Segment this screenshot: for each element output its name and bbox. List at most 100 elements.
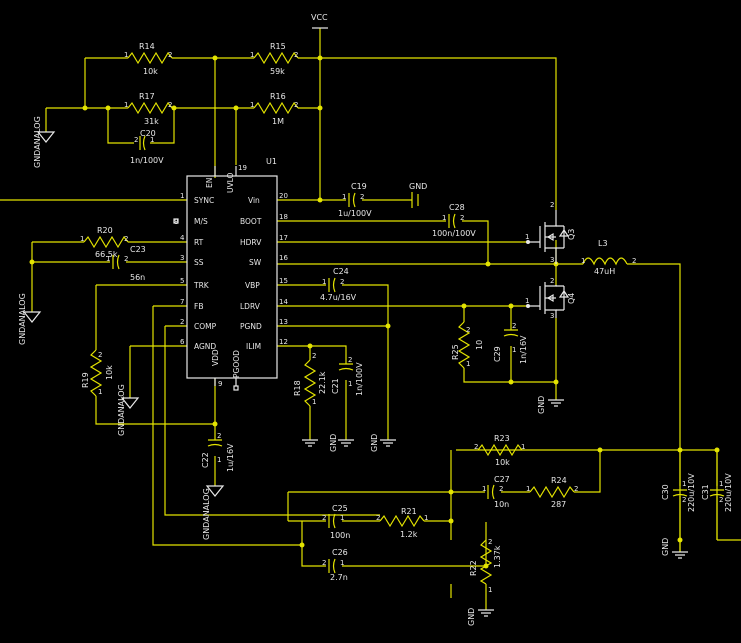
svg-text:4.7u/16V: 4.7u/16V <box>320 293 357 302</box>
gnd-symbol-out: GND <box>661 538 688 559</box>
pin-name-vbp: VBP <box>245 281 260 290</box>
capacitor-c21[interactable]: C21 1n/100V <box>331 362 364 396</box>
vcc-symbol: VCC <box>311 13 328 29</box>
svg-text:1n/16V: 1n/16V <box>519 335 528 364</box>
gnd-label-vbp: GND <box>370 434 379 452</box>
junctions <box>29 55 720 569</box>
svg-text:59k: 59k <box>270 67 285 76</box>
gnd-symbol-r18: GND <box>302 434 338 452</box>
pin-name-fb: FB <box>194 302 203 311</box>
svg-text:56n: 56n <box>130 273 145 282</box>
svg-text:1: 1 <box>80 235 84 243</box>
svg-text:2: 2 <box>168 101 172 109</box>
capacitor-c19[interactable]: C19 1u/100V <box>338 182 372 218</box>
capacitor-c22[interactable]: C22 1u/16V <box>201 439 235 472</box>
svg-text:C21: C21 <box>331 378 340 394</box>
mosfet-q4[interactable]: Q4 <box>526 282 576 318</box>
svg-text:2: 2 <box>719 496 723 504</box>
svg-text:1: 1 <box>525 297 529 305</box>
gnd-symbol-c21 <box>338 439 354 447</box>
resistor-r15[interactable]: R15 59k <box>253 42 299 76</box>
svg-text:1M: 1M <box>272 117 284 126</box>
svg-text:R24: R24 <box>551 476 567 485</box>
pin-name-sw: SW <box>249 258 262 267</box>
inductor-l3[interactable]: L3 47uH <box>582 239 628 276</box>
pin-num-vdd: 9 <box>218 380 222 388</box>
resistor-r23[interactable]: R23 10k <box>477 434 523 467</box>
gnd-label-r18: GND <box>329 434 338 452</box>
capacitor-c26[interactable]: C26 2.7n <box>328 548 348 582</box>
mosfet-q3[interactable]: Q3 <box>526 210 576 264</box>
svg-text:10k: 10k <box>105 365 114 380</box>
svg-text:1: 1 <box>348 380 352 388</box>
pin-num-fb: 7 <box>180 298 184 306</box>
capacitor-c25[interactable]: C25 100n <box>328 504 350 540</box>
resistor-r24[interactable]: R24 287 <box>529 476 575 509</box>
svg-text:1: 1 <box>424 514 428 522</box>
gnd-label-r22: GND <box>467 608 476 626</box>
svg-text:2: 2 <box>466 326 470 334</box>
resistor-r16[interactable]: R16 1M <box>253 92 299 126</box>
svg-text:2: 2 <box>217 432 221 440</box>
svg-text:C29: C29 <box>493 346 502 362</box>
gndanalog-symbol-1: GNDANALOG <box>33 116 56 168</box>
capacitor-c30[interactable]: C30 220u/10V <box>661 450 696 540</box>
pin-name-vin: Vin <box>248 196 260 205</box>
pin-name-ss: SS <box>194 258 204 267</box>
svg-text:10k: 10k <box>143 67 158 76</box>
capacitor-c29[interactable]: C29 1n/16V <box>493 329 528 364</box>
svg-text:100n/100V: 100n/100V <box>432 229 476 238</box>
capacitor-c28[interactable]: C28 100n/100V <box>432 203 476 238</box>
capacitor-c20[interactable]: C20 1n/100V <box>130 129 164 165</box>
svg-text:R20: R20 <box>97 226 113 235</box>
svg-text:2: 2 <box>322 514 326 522</box>
svg-text:C28: C28 <box>449 203 465 212</box>
svg-text:C24: C24 <box>333 267 349 276</box>
capacitor-c24[interactable]: C24 4.7u/16V <box>320 267 357 302</box>
svg-text:220u/10V: 220u/10V <box>724 473 733 512</box>
svg-text:1u/100V: 1u/100V <box>338 209 372 218</box>
resistor-r18[interactable]: R18 22.1k <box>293 359 327 407</box>
resistor-r14[interactable]: R14 10k <box>127 42 173 76</box>
resistor-r17[interactable]: R17 31k <box>127 92 173 126</box>
resistor-r20[interactable]: R20 66.5k <box>83 226 129 259</box>
pin-num-rt: 4 <box>180 234 185 242</box>
svg-text:L3: L3 <box>598 239 608 248</box>
capacitor-c27[interactable]: C27 10n <box>487 475 510 509</box>
pin-num-comp: 2 <box>180 318 184 326</box>
svg-text:220u/10V: 220u/10V <box>687 473 696 512</box>
resistor-r19[interactable]: R19 10k <box>81 349 114 397</box>
svg-text:1: 1 <box>150 136 154 144</box>
gndanalog-symbol-2: GNDANALOG <box>18 293 42 345</box>
svg-text:2: 2 <box>682 496 686 504</box>
svg-text:R14: R14 <box>139 42 155 51</box>
resistor-r22[interactable]: R22 1.37k <box>469 539 502 585</box>
gndanalog-symbol-4: GNDANALOG <box>202 485 225 540</box>
capacitor-c23[interactable]: C23 56n <box>112 245 146 282</box>
gnd-label-q4: GND <box>537 396 546 414</box>
svg-text:2: 2 <box>488 538 492 546</box>
pin-name-hdrv: HDRV <box>240 238 262 247</box>
ic-u1[interactable]: U1 EN UVLO 19 SYNC M/S RT SS TRK FB COMP… <box>173 157 288 391</box>
pin-name-rt: RT <box>194 238 204 247</box>
resistor-r25[interactable]: R25 10 <box>451 321 484 369</box>
svg-text:C20: C20 <box>140 129 156 138</box>
svg-text:1: 1 <box>488 586 492 594</box>
gnd-symbol-r22: GND <box>467 608 494 626</box>
pin-num-trk: 5 <box>180 277 184 285</box>
resistor-r21[interactable]: R21 1.2k <box>379 507 425 539</box>
svg-text:2: 2 <box>360 193 364 201</box>
svg-text:1: 1 <box>526 485 530 493</box>
gndanalog-label-4: GNDANALOG <box>202 488 211 540</box>
svg-text:R21: R21 <box>401 507 417 516</box>
ic-left-pins: SYNC M/S RT SS TRK FB COMP AGND 1 8 4 3 … <box>173 192 217 351</box>
pin-name-pgood: PGOOD <box>232 350 241 378</box>
pin-num-sw: 16 <box>279 254 288 262</box>
capacitor-c31[interactable]: C31 220u/10V <box>701 450 733 540</box>
ic-ref: U1 <box>266 157 277 166</box>
gnd-symbol-vbp: GND <box>370 434 396 452</box>
svg-text:22.1k: 22.1k <box>318 371 327 394</box>
pin-name-ldrv: LDRV <box>240 302 261 311</box>
pin-num-agnd: 6 <box>180 338 185 346</box>
